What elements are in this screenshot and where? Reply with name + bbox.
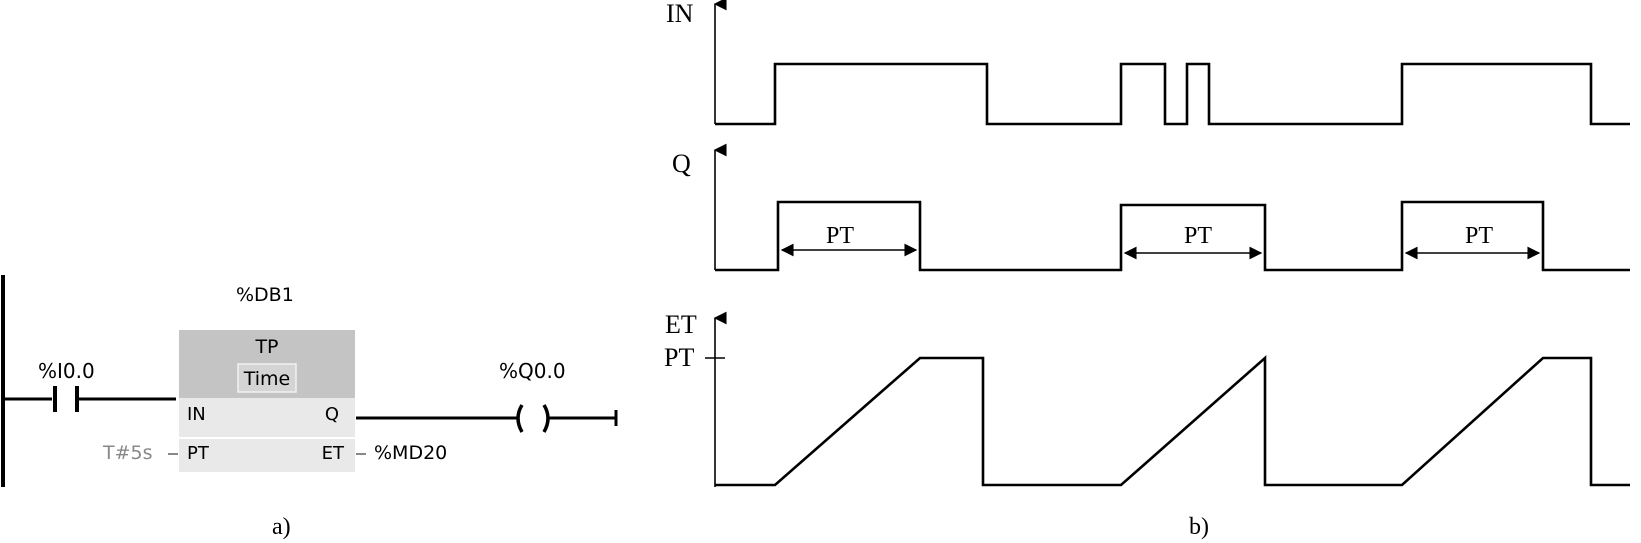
pt-parameter-value: T#5s [102,442,153,464]
timing-diagram: IN Q PT PT PT ET PT b) [664,0,1630,540]
contact-address: %I0.0 [38,359,95,383]
block-type: TP [254,336,278,358]
pin-q-label: Q [325,404,339,425]
pt-level-label: PT [664,343,694,372]
caption-b: b) [1189,514,1209,540]
instance-name: %DB1 [236,284,294,306]
contact-symbol [53,386,79,412]
data-type-box [237,363,297,393]
pin-in-label: IN [187,404,206,425]
coil-address: %Q0.0 [499,359,566,383]
et-axis-label: ET [665,310,697,339]
pt-span-label: PT [1465,223,1493,249]
in-waveform [715,62,1630,126]
et-output-address: %MD20 [374,442,447,464]
caption-a: a) [272,514,291,540]
pt-span-label: PT [1184,223,1212,249]
pin-pt-label: PT [187,443,210,464]
q-axis-label: Q [672,149,691,178]
et-waveform [715,355,1630,487]
in-axis-label: IN [666,0,694,28]
pt-span-label: PT [826,223,854,249]
ladder-diagram: %I0.0 %DB1 TP Time IN PT Q ET T#5s %MD20… [1,275,618,540]
timer-block-body [179,398,355,472]
block-data-type: Time [243,368,291,390]
pin-et-label: ET [322,443,345,464]
coil-symbol [516,404,550,433]
q-waveform [715,200,1630,272]
